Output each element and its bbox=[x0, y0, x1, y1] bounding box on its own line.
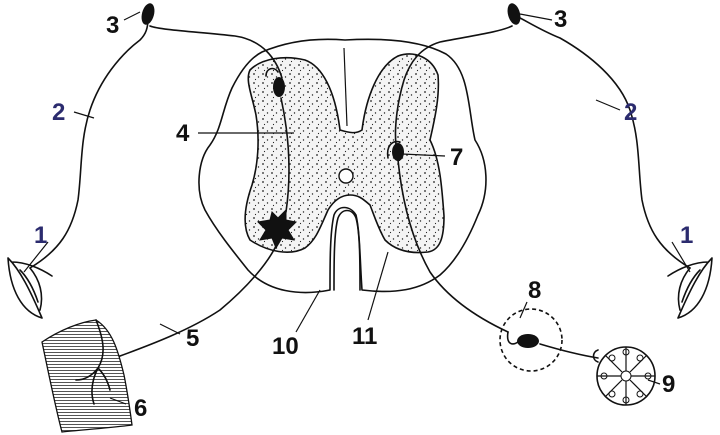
receptor-left bbox=[7, 257, 53, 319]
sensory-fiber-right bbox=[515, 15, 691, 269]
effector-muscle bbox=[41, 319, 133, 433]
dorsal-horn-neuron-left bbox=[273, 77, 285, 97]
label-2-left: 2 bbox=[52, 99, 65, 126]
posterior-median-septum bbox=[343, 47, 348, 127]
lateral-horn-neuron bbox=[392, 143, 404, 161]
label-2-right: 2 bbox=[624, 99, 637, 126]
label-11: 11 bbox=[352, 323, 377, 350]
label-10: 10 bbox=[272, 333, 299, 360]
label-5: 5 bbox=[186, 325, 199, 352]
label-9: 9 bbox=[662, 371, 675, 398]
label-1-left: 1 bbox=[34, 222, 47, 249]
preganglionic-fiber bbox=[397, 159, 509, 333]
effector-gland bbox=[596, 346, 656, 406]
label-3-left: 3 bbox=[106, 12, 119, 39]
motor-neuron bbox=[256, 208, 298, 250]
label-1-right: 1 bbox=[680, 222, 693, 249]
label-7: 7 bbox=[450, 144, 463, 171]
central-canal bbox=[338, 168, 354, 184]
sensory-fiber-left bbox=[29, 17, 149, 269]
label-3-right: 3 bbox=[554, 6, 567, 33]
dorsal-root-right bbox=[394, 25, 513, 146]
label-8: 8 bbox=[528, 277, 541, 304]
dorsal-root-left bbox=[149, 25, 283, 79]
receptor-right bbox=[667, 257, 713, 319]
label-6: 6 bbox=[134, 395, 147, 422]
postganglionic-fiber bbox=[539, 343, 599, 359]
spinal-ganglion-right bbox=[507, 3, 521, 25]
leader-lines bbox=[23, 11, 691, 405]
autonomic-ganglion bbox=[499, 308, 563, 372]
gray-matter bbox=[244, 53, 445, 254]
ganglion-neuron bbox=[517, 334, 539, 348]
anterior-median-fissure bbox=[333, 209, 361, 291]
spinal-ganglion-left bbox=[141, 3, 155, 25]
interneuron-fiber bbox=[280, 97, 290, 213]
label-4: 4 bbox=[176, 120, 190, 147]
